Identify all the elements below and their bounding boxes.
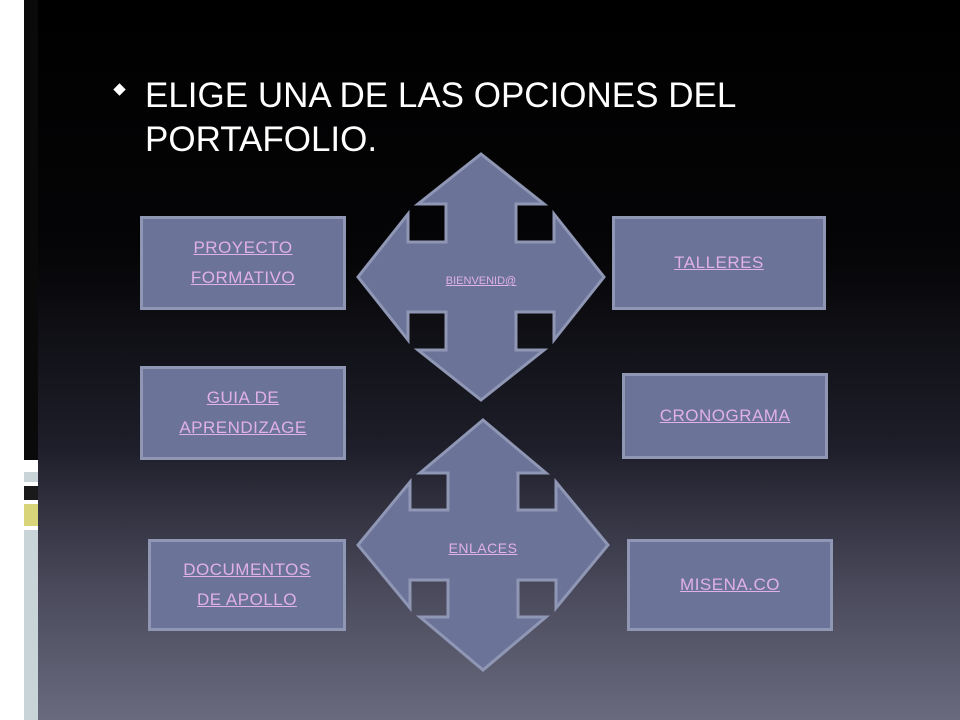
left-stripe-black — [24, 486, 38, 500]
left-stripe-bottom — [24, 530, 38, 720]
documentos-apollo-button[interactable]: DOCUMENTOS DE APOLLO — [148, 539, 346, 631]
talleres-button[interactable]: TALLERES — [612, 216, 826, 310]
talleres-link[interactable]: TALLERES — [674, 253, 764, 272]
proyecto-formativo-button[interactable]: PROYECTO FORMATIVO — [140, 216, 346, 310]
slide-title: ELIGE UNA DE LAS OPCIONES DEL PORTAFOLIO… — [145, 76, 736, 159]
misena-link[interactable]: MISENA.CO — [680, 575, 780, 594]
diamond-bullet-icon — [113, 83, 126, 96]
left-stripe-yellow — [24, 504, 38, 526]
guia-aprendizage-link[interactable]: GUIA DE APRENDIZAGE — [179, 388, 307, 437]
proyecto-formativo-link[interactable]: PROYECTO FORMATIVO — [190, 238, 296, 287]
left-stripe-light — [24, 472, 38, 482]
cronograma-link[interactable]: CRONOGRAMA — [659, 406, 791, 425]
bienvenid-link[interactable]: BIENVENID@ — [445, 275, 517, 287]
four-way-arrow-icon[interactable] — [356, 152, 606, 402]
guia-aprendizage-button[interactable]: GUIA DE APRENDIZAGE — [140, 366, 346, 460]
left-stripe-dark — [24, 0, 38, 460]
documentos-apollo-link[interactable]: DOCUMENTOS DE APOLLO — [183, 560, 311, 609]
misena-button[interactable]: MISENA.CO — [627, 539, 833, 631]
cronograma-button[interactable]: CRONOGRAMA — [622, 373, 828, 459]
enlaces-link[interactable]: ENLACES — [448, 540, 518, 556]
four-way-arrow-icon[interactable] — [356, 418, 610, 672]
